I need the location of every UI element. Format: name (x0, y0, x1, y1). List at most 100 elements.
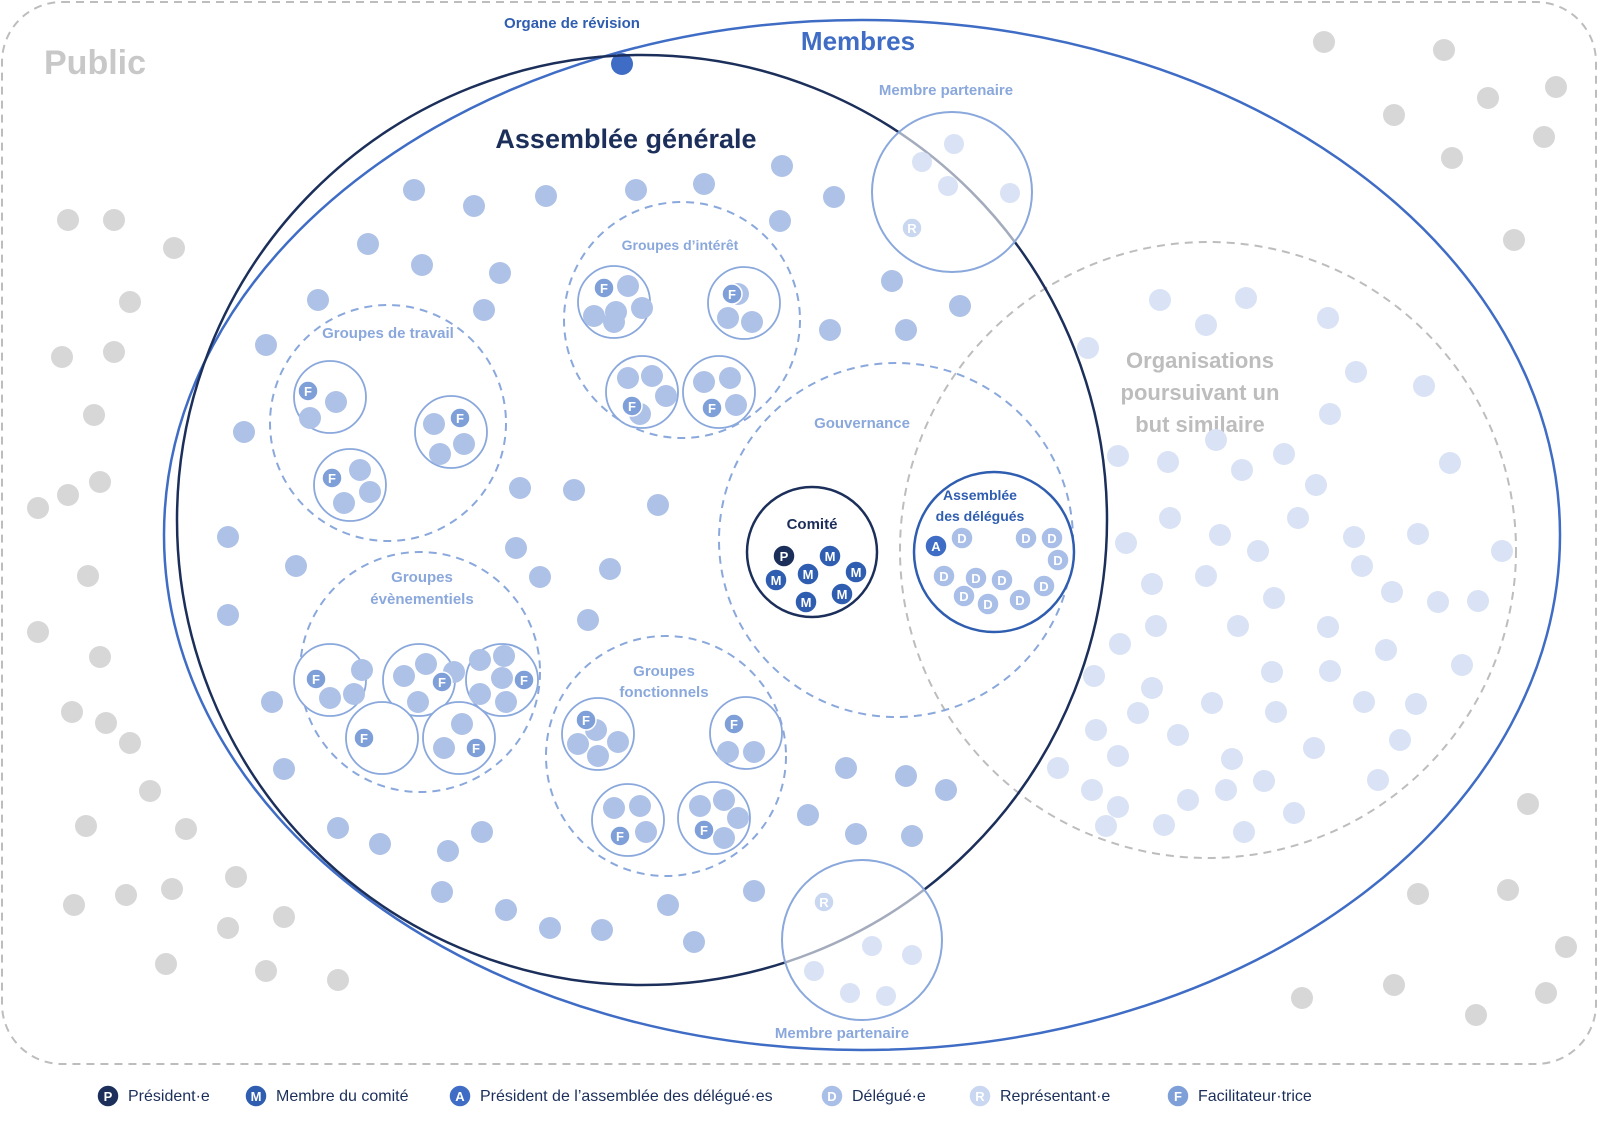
legend-badge: A (448, 1084, 472, 1108)
organisation-person (1407, 523, 1429, 545)
organisation-person (1115, 532, 1137, 554)
subgroup-circle (422, 701, 496, 775)
delegate-badge-dot (952, 584, 976, 608)
member (217, 526, 239, 548)
subgroup-member (719, 367, 741, 389)
work-groups-label: Groupes de travail (322, 325, 454, 342)
member (743, 880, 765, 902)
partner-person (938, 176, 958, 196)
public-person (327, 969, 349, 991)
delegate-badge: D (950, 526, 974, 550)
organisation-person (1343, 526, 1365, 548)
organisation-person (1283, 802, 1305, 824)
legend-label: Représentant·e (1000, 1088, 1110, 1105)
facilitator-badge-glyph: F (728, 287, 736, 302)
partner-member-bottom (781, 859, 943, 1021)
organisation-person (1177, 789, 1199, 811)
organisation-person (1439, 452, 1461, 474)
legend-item: P Président·e (96, 1084, 210, 1108)
public-person (95, 712, 117, 734)
work-groups-circle (269, 304, 507, 542)
subgroup-member (393, 665, 415, 687)
public-person (1383, 104, 1405, 126)
member (771, 155, 793, 177)
legend-badge: P (96, 1084, 120, 1108)
committee-member-badge-dot (844, 560, 868, 584)
legend-badge-glyph: A (455, 1089, 465, 1104)
legend-label: Président de l’assemblée des délégué·es (480, 1088, 773, 1105)
delegate-badge-dot (964, 566, 988, 590)
committee-member-badge-dot (818, 544, 842, 568)
facilitator-badge-dot (513, 669, 535, 691)
public-label: Public (44, 44, 146, 82)
legend-badge: D (820, 1084, 844, 1108)
organisation-person (1231, 459, 1253, 481)
partner-person (902, 945, 922, 965)
facilitator-badge-dot (449, 407, 471, 429)
subgroup-member (629, 795, 651, 817)
delegate-badge-glyph: D (1021, 531, 1030, 546)
legend-label: Président·e (128, 1088, 210, 1105)
member (591, 919, 613, 941)
organisation-person (1305, 474, 1327, 496)
subgroup-member (351, 659, 373, 681)
subgroup-member (689, 795, 711, 817)
member (797, 804, 819, 826)
subgroup-member (299, 407, 321, 429)
facilitator-badge-glyph: F (438, 675, 446, 690)
representative-badge-glyph: R (907, 221, 917, 236)
organisation-person (1047, 757, 1069, 779)
organisation-person (1405, 693, 1427, 715)
public-person (115, 884, 137, 906)
legend-label: Membre du comité (276, 1088, 409, 1105)
public-person (57, 209, 79, 231)
public-person (1477, 87, 1499, 109)
functional-groups-label-2: fonctionnels (619, 684, 708, 701)
organisation-person (1367, 769, 1389, 791)
member (357, 233, 379, 255)
legend-label: Facilitateur·trice (1198, 1088, 1312, 1105)
facilitator-badge: F (431, 671, 453, 693)
organisation-person (1083, 665, 1105, 687)
organisation-person (1221, 748, 1243, 770)
facilitator-badge-glyph: F (312, 672, 320, 687)
facilitator-badge-dot (465, 737, 487, 759)
facilitator-badge-dot (723, 713, 745, 735)
legend-badge-dot (820, 1084, 844, 1108)
public-person (103, 341, 125, 363)
facilitator-badge: F (621, 395, 643, 417)
member (261, 691, 283, 713)
public-person (139, 780, 161, 802)
member (683, 931, 705, 953)
delegates-president-badge-dot (924, 534, 948, 558)
organisation-person (1273, 443, 1295, 465)
president-badge: P (772, 544, 796, 568)
public-person (175, 818, 197, 840)
organisation-person (1413, 375, 1435, 397)
subgroup-member (717, 741, 739, 763)
organisation-person (1451, 654, 1473, 676)
delegate-badge-dot (1032, 574, 1056, 598)
committee-member-badge-dot (794, 590, 818, 614)
public-person (77, 565, 99, 587)
public-person (1407, 883, 1429, 905)
functional-groups-circle (545, 635, 787, 877)
public-person (1497, 879, 1519, 901)
subgroup-member (717, 307, 739, 329)
member (411, 254, 433, 276)
facilitator-badge-glyph: F (472, 741, 480, 756)
public-person (51, 346, 73, 368)
public-person (103, 209, 125, 231)
facilitator-badge-glyph: F (616, 829, 624, 844)
representative-badge: R (901, 217, 923, 239)
member (471, 821, 493, 843)
committee-member-badge-glyph: M (837, 587, 848, 602)
subgroup-member (495, 691, 517, 713)
organisation-person (1107, 745, 1129, 767)
partner-label-bottom: Membre partenaire (775, 1025, 909, 1042)
facilitator-badge-dot (593, 277, 615, 299)
